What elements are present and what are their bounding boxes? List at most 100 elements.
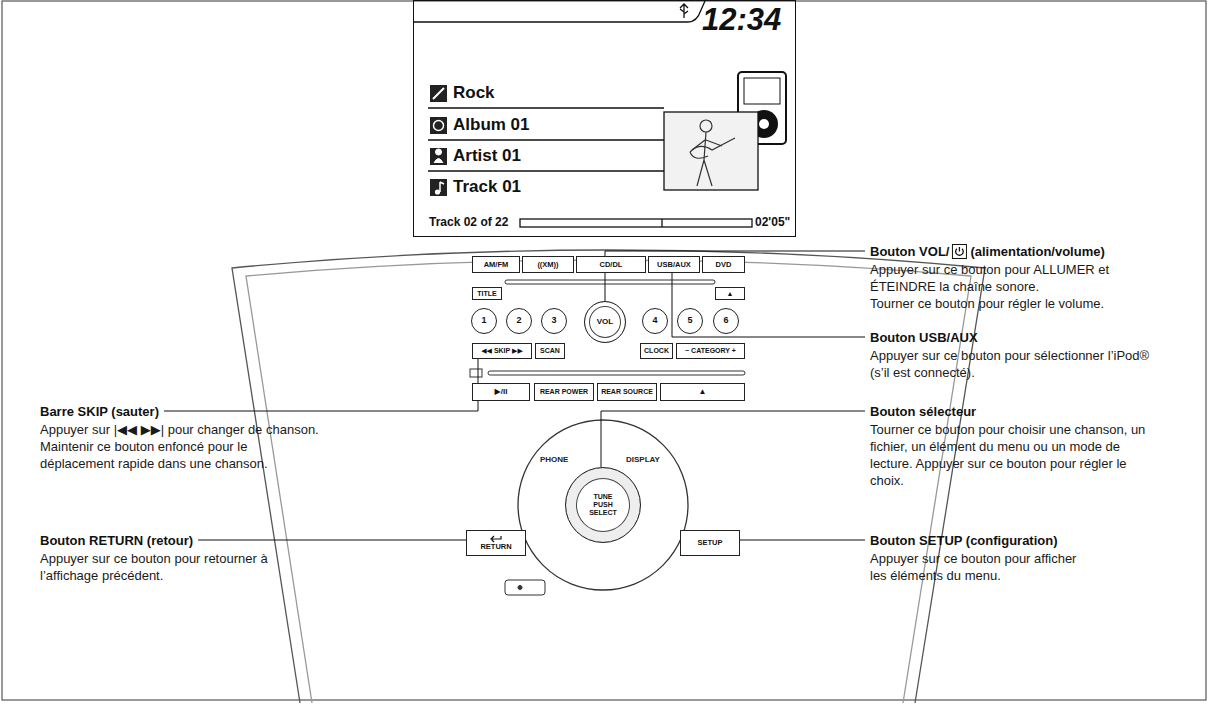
title-button: TITLE xyxy=(472,287,502,300)
rear-source-button: REAR SOURCE xyxy=(597,383,657,401)
leader-lines xyxy=(164,251,865,540)
category-bar: − CATEGORY + xyxy=(676,343,745,359)
power-icon-glyph xyxy=(956,247,964,255)
selector-ring xyxy=(518,420,688,590)
power-icon xyxy=(952,245,966,259)
preset-button: 6 xyxy=(713,308,739,334)
track-glyph xyxy=(440,182,444,192)
small-button-frame xyxy=(505,580,545,595)
button-label: USB/AUX xyxy=(657,261,691,269)
button-label: 3 xyxy=(551,316,556,325)
leader-line xyxy=(740,540,865,541)
callout-text: Appuyer sur ce bouton pour retourner à l… xyxy=(40,550,290,584)
callout-heading: Bouton USB/AUX xyxy=(870,329,978,346)
volume-knob: VOL xyxy=(584,301,626,343)
genre-icon xyxy=(430,85,447,102)
button-label: DVD xyxy=(716,261,732,269)
callout-text: Maintenir ce bouton enfoncé pour le dépl… xyxy=(40,438,285,472)
preset-button: 4 xyxy=(642,308,668,334)
preset-button: 1 xyxy=(471,308,497,334)
button-label: SETUP xyxy=(697,539,722,547)
callout-heading: Bouton SETUP (configuration) xyxy=(870,532,1058,549)
genre-glyph xyxy=(433,88,444,99)
button-label: 4 xyxy=(652,316,657,325)
callout-heading: Bouton VOL/ xyxy=(870,243,949,260)
callout-text: Appuyer sur |◀◀ ▶▶| pour changer de chan… xyxy=(40,421,360,438)
button-label: VOL xyxy=(597,318,613,326)
artist-icon xyxy=(430,148,447,165)
clock-button: CLOCK xyxy=(640,343,673,359)
progress-bar xyxy=(520,219,752,227)
source-button: ((XM)) xyxy=(522,256,574,273)
rear-power-button: REAR POWER xyxy=(534,383,594,401)
button-label: ▲ xyxy=(699,388,707,396)
dvd-mark xyxy=(470,369,482,377)
button-label: − CATEGORY + xyxy=(685,347,736,354)
callout-text: Appuyer sur ce bouton pour afficher les … xyxy=(870,550,1090,584)
selector-knob: TUNE PUSH SELECT xyxy=(565,467,641,543)
button-label: ◀◀ SKIP ▶▶ xyxy=(481,347,523,354)
screen-band xyxy=(414,1,705,22)
panel-label: PHONE xyxy=(540,455,568,465)
track-icon xyxy=(430,179,447,196)
ipod-center xyxy=(759,119,769,129)
preset-button: 3 xyxy=(541,308,567,334)
leader-line xyxy=(672,273,865,337)
callout-heading: Bouton RETURN (retour) xyxy=(40,532,193,549)
button-label: REAR POWER xyxy=(540,388,588,395)
panel-inner xyxy=(246,260,971,703)
setup-button: SETUP xyxy=(680,530,740,556)
leader-line xyxy=(198,540,466,541)
button-label: RETURN xyxy=(480,543,511,551)
screen-text: Track 02 of 22 xyxy=(429,216,508,230)
button-label: ((XM)) xyxy=(537,261,558,269)
source-button: DVD xyxy=(702,256,745,273)
dvd-slot xyxy=(488,371,745,375)
source-button: CD/DL xyxy=(576,256,646,273)
button-label: ▶/II xyxy=(495,388,508,396)
album-icon xyxy=(430,117,447,134)
small-button-dot xyxy=(518,586,522,590)
screen-text: Artist 01 xyxy=(453,146,521,166)
album-art xyxy=(664,112,758,190)
screen-text: 02'05" xyxy=(755,216,790,230)
leader-line xyxy=(164,359,478,411)
leader-line xyxy=(601,411,865,467)
cd-slot xyxy=(505,280,715,284)
slots xyxy=(470,280,745,377)
callout-text: Tourner ce bouton pour régler le volume. xyxy=(870,295,1170,312)
button-label: TITLE xyxy=(477,290,496,297)
row-rule xyxy=(428,108,664,171)
callout-text: Appuyer sur ce bouton pour sélectionner … xyxy=(870,347,1160,381)
power-icon-frame xyxy=(952,245,966,259)
button-label: 1 xyxy=(481,316,486,325)
eject-button: ▲ xyxy=(660,383,745,401)
figure-guitar xyxy=(690,138,735,158)
ipod-screen xyxy=(744,78,780,104)
button-label: ▲ xyxy=(727,290,734,297)
small-button xyxy=(505,580,545,595)
row-icons xyxy=(430,85,447,196)
return-arrow-glyph xyxy=(491,536,501,542)
preset-button: 5 xyxy=(677,308,703,334)
button-label: 5 xyxy=(687,316,692,325)
scan-button: SCAN xyxy=(535,343,565,359)
drawing-part xyxy=(690,120,735,186)
skip-bar: ◀◀ SKIP ▶▶ xyxy=(472,343,532,359)
button-label: CD/DL xyxy=(600,261,623,269)
screen-text: Rock xyxy=(453,83,495,103)
screen-text: Album 01 xyxy=(453,115,530,135)
figure-body xyxy=(692,132,722,186)
callout-text: Appuyer sur ce bouton pour ALLUMER et ÉT… xyxy=(870,261,1160,295)
panel-label: DISPLAY xyxy=(626,455,660,465)
source-button: AM/FM xyxy=(472,256,520,273)
button-label: CLOCK xyxy=(644,347,669,354)
button-label: SCAN xyxy=(540,347,560,354)
preset-button: 2 xyxy=(506,308,532,334)
callout-heading: Barre SKIP (sauter) xyxy=(40,403,159,420)
button-label: AM/FM xyxy=(484,261,509,269)
eject-button: ▲ xyxy=(715,287,745,300)
button-label: 2 xyxy=(516,316,521,325)
album-glyph xyxy=(434,121,444,131)
